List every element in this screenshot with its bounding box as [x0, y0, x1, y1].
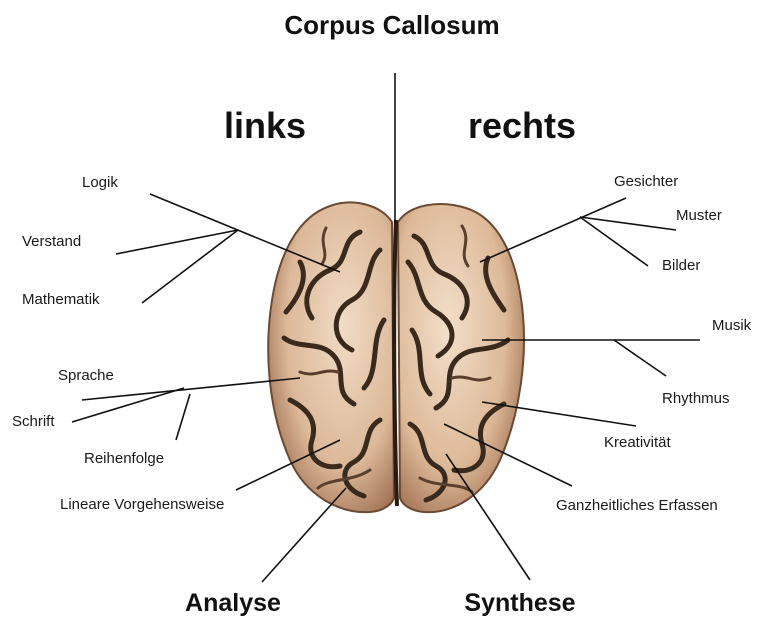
label-ganzheitliches-erfassen: Ganzheitliches Erfassen — [556, 497, 718, 514]
label-logik: Logik — [82, 174, 118, 191]
label-synthese: Synthese — [464, 589, 575, 617]
title-corpus-callosum: Corpus Callosum — [284, 10, 499, 40]
label-schrift: Schrift — [12, 413, 55, 430]
label-left-hemisphere: links — [224, 105, 306, 146]
longitudinal-fissure — [394, 220, 397, 506]
label-kreativitaet: Kreativität — [604, 434, 672, 451]
label-reihenfolge: Reihenfolge — [84, 450, 164, 467]
label-mathematik: Mathematik — [22, 291, 100, 308]
label-right-hemisphere: rechts — [468, 105, 576, 146]
label-musik: Musik — [712, 317, 752, 334]
label-lineare-vorgehensweise: Lineare Vorgehensweise — [60, 496, 224, 513]
label-analyse: Analyse — [185, 589, 281, 617]
label-gesichter: Gesichter — [614, 173, 678, 190]
label-verstand: Verstand — [22, 233, 81, 250]
label-bilder: Bilder — [662, 257, 700, 274]
brain-illustration — [268, 203, 524, 513]
label-sprache: Sprache — [58, 367, 114, 384]
label-muster: Muster — [676, 207, 722, 224]
label-rhythmus: Rhythmus — [662, 390, 730, 407]
